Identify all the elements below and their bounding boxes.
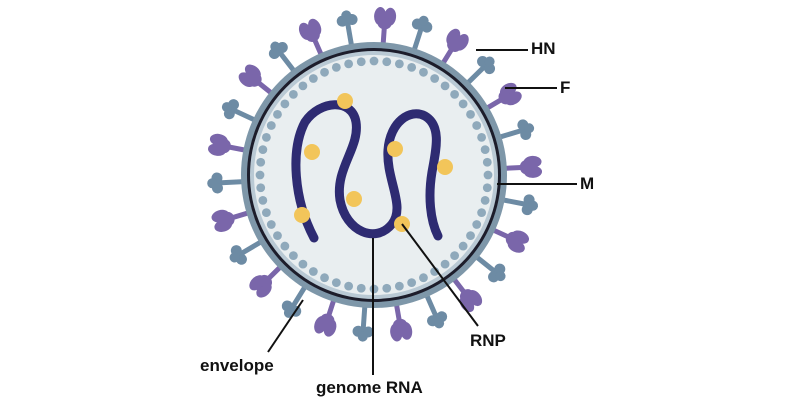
matrix-protein-bead	[394, 59, 404, 69]
rnp-label: RNP	[470, 331, 506, 350]
envelope-label: envelope	[200, 356, 274, 375]
f-fusion-protein-spike-icon	[221, 99, 261, 124]
matrix-protein-bead	[466, 109, 475, 119]
matrix-protein-bead	[258, 195, 268, 205]
matrix-protein-bead	[288, 251, 298, 261]
matrix-protein-bead	[280, 99, 290, 109]
matrix-protein-bead	[308, 74, 318, 83]
rnp-nucleocapsid-dot-icon	[387, 141, 403, 157]
matrix-protein-bead	[320, 67, 329, 77]
rnp-nucleocapsid-dot-icon	[304, 144, 320, 160]
f-fusion-protein-spike-icon	[336, 10, 358, 52]
matrix-protein-bead	[419, 273, 428, 283]
matrix-protein-bead	[258, 145, 268, 155]
f-fusion-protein-spike-icon	[268, 41, 299, 77]
matrix-protein-bead	[450, 89, 460, 99]
matrix-protein-bead	[466, 231, 475, 241]
matrix-protein-bead	[280, 241, 290, 251]
matrix-protein-bead	[382, 57, 392, 67]
matrix-protein-bead	[256, 157, 266, 167]
rnp-nucleocapsid-dot-icon	[437, 159, 453, 175]
matrix-protein-bead	[356, 283, 366, 293]
matrix-protein-bead	[369, 56, 379, 66]
hn-glycoprotein-spike-icon	[374, 7, 397, 50]
envelope-leader-line	[267, 299, 304, 353]
matrix-protein-bead	[407, 62, 417, 72]
matrix-protein-bead	[482, 183, 492, 193]
matrix-protein-bead	[382, 283, 392, 293]
matrix-protein-bead	[394, 281, 404, 291]
matrix-protein-bead	[298, 259, 308, 269]
hn-glycoprotein-spike-icon	[499, 155, 543, 178]
matrix-protein-bead	[298, 81, 308, 91]
matrix-protein-bead	[273, 231, 282, 241]
matrix-protein-bead	[458, 99, 468, 109]
rnp-nucleocapsid-dot-icon	[294, 207, 310, 223]
rnp-nucleocapsid-dot-icon	[346, 191, 362, 207]
matrix-protein-bead	[320, 273, 329, 283]
matrix-protein-bead	[480, 195, 490, 205]
matrix-protein-bead	[331, 62, 341, 72]
matrix-protein-bead	[440, 259, 450, 269]
matrix-protein-bead	[331, 278, 341, 288]
rnp-nucleocapsid-dot-icon	[337, 93, 353, 109]
matrix-protein-bead	[477, 132, 487, 142]
matrix-protein-bead	[450, 251, 460, 261]
matrix-protein-bead	[430, 74, 440, 83]
matrix-protein-bead	[440, 81, 450, 91]
matrix-protein-bead	[261, 208, 271, 218]
matrix-protein-bead	[288, 89, 298, 99]
matrix-protein-bead	[472, 220, 482, 229]
matrix-protein-bead	[266, 121, 276, 130]
hn-label: HN	[531, 39, 556, 58]
matrix-protein-bead	[407, 278, 417, 288]
matrix-protein-bead	[458, 241, 468, 251]
matrix-protein-bead	[344, 281, 354, 291]
f-fusion-protein-spike-icon	[207, 172, 249, 194]
f-fusion-protein-spike-icon	[352, 300, 374, 342]
matrix-protein-bead	[483, 170, 493, 180]
matrix-protein-bead	[344, 59, 354, 69]
matrix-protein-bead	[308, 267, 318, 276]
matrix-protein-layer	[255, 56, 493, 294]
genome-rna-label: genome RNA	[316, 378, 423, 397]
hn-glycoprotein-spike-icon	[298, 18, 326, 61]
m-label: M	[580, 174, 595, 193]
matrix-protein-bead	[256, 183, 266, 193]
matrix-protein-bead	[480, 145, 490, 155]
matrix-protein-bead	[266, 220, 276, 229]
matrix-protein-bead	[472, 121, 482, 130]
matrix-protein-bead	[419, 67, 428, 77]
matrix-protein-bead	[261, 132, 271, 142]
matrix-protein-bead	[482, 157, 492, 167]
label-leader-lines	[267, 49, 577, 375]
f-label: F	[560, 78, 571, 97]
rnp-leader-line	[401, 223, 479, 327]
matrix-protein-bead	[273, 109, 282, 119]
matrix-protein-bead	[356, 57, 366, 67]
matrix-protein-bead	[255, 170, 265, 180]
matrix-protein-bead	[477, 208, 487, 218]
genome-rna-strand	[291, 100, 443, 243]
